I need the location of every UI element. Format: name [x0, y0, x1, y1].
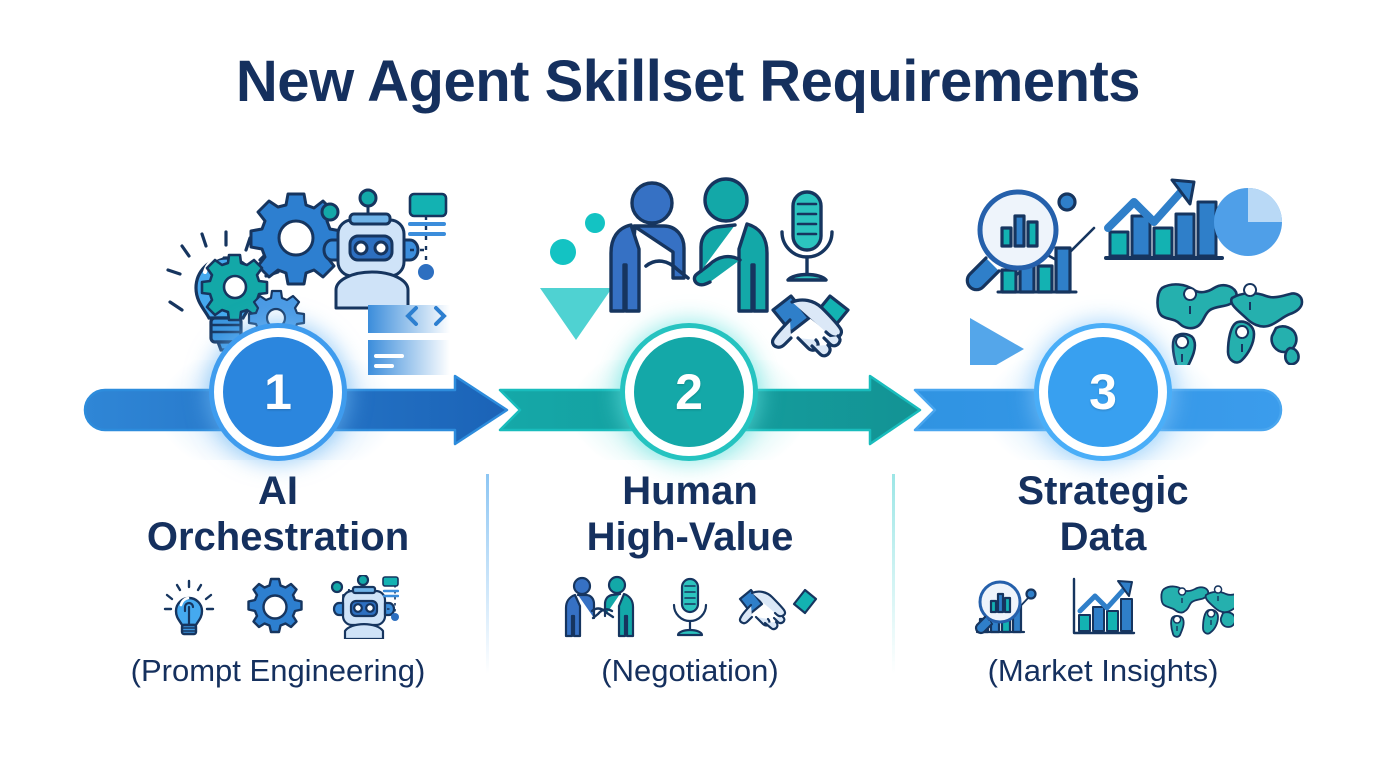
microphone-icon	[672, 577, 708, 636]
step-1-icon-row	[88, 571, 468, 643]
magnifier-chart-icon	[965, 189, 1096, 294]
step-2-icon-row	[500, 571, 880, 643]
page-title: New Agent Skillset Requirements	[235, 49, 1141, 114]
step-2-heading: Human High-Value	[586, 469, 794, 560]
robot-icon	[330, 574, 399, 639]
microphone-icon	[780, 190, 834, 282]
triangle-down-icon	[540, 288, 612, 340]
step-column-1: AI Orchestration	[88, 468, 468, 689]
step-2-subtitle: (Negotiation)	[601, 652, 779, 688]
step-marker-1[interactable]: 1	[214, 328, 342, 456]
step-marker-3[interactable]: 3	[1039, 328, 1167, 456]
column-divider-2	[892, 474, 895, 674]
step-3-subtitle: (Market Insights)	[987, 652, 1219, 688]
lines-icon	[408, 222, 446, 236]
robot-icon	[320, 188, 420, 310]
step-3-ring	[1039, 328, 1167, 456]
world-map-icon	[1156, 283, 1304, 365]
step-1-subtitle: (Prompt Engineering)	[130, 652, 426, 688]
cluster-human-high-value	[530, 170, 880, 365]
world-map-icon	[1160, 585, 1234, 638]
step-column-2: Human High-Value	[500, 468, 880, 689]
gear-icon	[247, 577, 303, 633]
lightbulb-icon	[163, 579, 215, 635]
play-triangle-icon	[970, 318, 1024, 365]
handshake-icon	[770, 294, 850, 358]
cluster-strategic-data	[950, 170, 1310, 365]
step-2-ring	[625, 328, 753, 456]
handshake-icon	[738, 588, 818, 630]
node-dot-icon	[418, 264, 434, 280]
growth-chart-icon	[1072, 577, 1136, 634]
magnifier-chart-icon	[974, 580, 1037, 634]
step-3-heading: Strategic Data	[1017, 469, 1189, 560]
step-3-number: 3	[1089, 364, 1117, 420]
map-pins-icon	[1175, 283, 1258, 362]
column-divider-1	[486, 474, 489, 674]
step-1-heading: AI Orchestration	[146, 469, 410, 560]
screen-icon	[408, 192, 448, 218]
step-1-ring	[214, 328, 342, 456]
people-handshake-icon	[609, 177, 769, 313]
pie-chart-icon	[1214, 188, 1282, 256]
step-marker-2[interactable]: 2	[625, 328, 753, 456]
people-handshake-icon	[564, 575, 635, 637]
step-2-number: 2	[675, 364, 703, 420]
ui-panel-icon	[368, 305, 450, 375]
step-column-3: Strategic Data	[913, 468, 1293, 689]
step-3-icon-row	[913, 571, 1293, 643]
step-1-number: 1	[264, 364, 292, 420]
growth-chart-icon	[1104, 178, 1224, 260]
dots-icon	[550, 213, 605, 265]
